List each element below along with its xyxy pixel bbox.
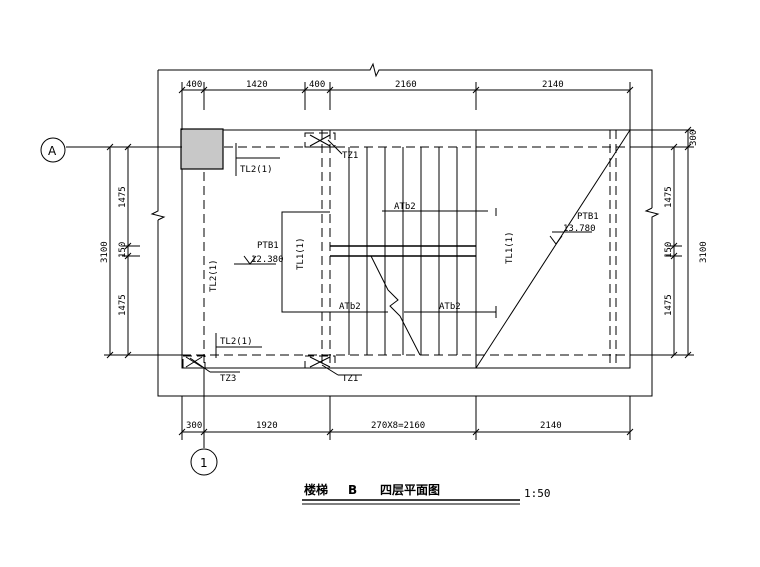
- label-atb2-top: ATb2: [394, 202, 416, 212]
- column-hatch: [180, 128, 224, 170]
- dims-bottom: [178, 396, 634, 440]
- dim-bottom-4: 2140: [540, 421, 562, 431]
- dims-right: [630, 126, 694, 359]
- axis-a-label: A: [48, 144, 57, 158]
- dim-left-total: 3100: [100, 241, 110, 263]
- label-tl2-top: TL2(1): [240, 165, 273, 175]
- axis-1: [190, 368, 218, 476]
- label-atb2-left: ATb2: [339, 302, 361, 312]
- dim-right-3: 150: [664, 242, 674, 258]
- title-part-2: B: [348, 483, 357, 497]
- axis-1-label: 1: [200, 456, 208, 470]
- dim-right-total: 3100: [699, 241, 709, 263]
- stair-treads: [330, 130, 477, 368]
- stair-break-line: [370, 255, 421, 356]
- dim-bottom-3: 270X8=2160: [371, 421, 425, 431]
- dim-left-3: 1475: [118, 294, 128, 316]
- title-scale: 1:50: [524, 487, 551, 500]
- dim-bottom-1: 300: [186, 421, 202, 431]
- beam-lines: [182, 130, 630, 368]
- dim-left-2: 150: [118, 242, 128, 258]
- drawing-title: 楼梯 B 四层平面图 1:50: [302, 482, 551, 505]
- wall-outline: [181, 129, 631, 369]
- dim-top-4: 2160: [395, 80, 417, 90]
- dim-bottom-2: 1920: [256, 421, 278, 431]
- dim-left-1: 1475: [118, 186, 128, 208]
- title-part-1: 楼梯: [304, 482, 328, 497]
- dim-top-1: 400: [186, 80, 202, 90]
- dim-right-1: 300: [689, 130, 699, 146]
- label-tz3: TZ3: [220, 374, 236, 384]
- label-tl2-left: TL2(1): [209, 259, 219, 292]
- label-tz1-top: TZ1: [342, 151, 358, 161]
- dim-top-5: 2140: [542, 80, 564, 90]
- label-tl2-bottom: TL2(1): [220, 337, 253, 347]
- label-elev-right: 13.780: [563, 224, 596, 234]
- column-marks: [182, 132, 336, 369]
- label-ptb1-right: PTB1: [577, 212, 599, 222]
- label-tz1-bottom: TZ1: [342, 374, 358, 384]
- slab-diagonal: [475, 129, 631, 369]
- outer-boundary: [150, 62, 660, 397]
- dim-right-2: 1475: [664, 186, 674, 208]
- label-tl1-mid: TL1(1): [296, 237, 306, 270]
- label-elev-left: 12.380: [251, 255, 284, 265]
- title-part-3: 四层平面图: [380, 483, 440, 497]
- label-ptb1-left: PTB1: [257, 241, 279, 251]
- dim-top-2: 1420: [246, 80, 268, 90]
- label-tl1-right: TL1(1): [505, 231, 515, 264]
- dims-left: [104, 143, 182, 359]
- axis-a: [40, 137, 182, 163]
- leader-lines: [189, 139, 592, 376]
- dims-top: [178, 82, 634, 130]
- dim-right-4: 1475: [664, 294, 674, 316]
- label-atb2-right: ATb2: [439, 302, 461, 312]
- dim-top-3: 400: [309, 80, 325, 90]
